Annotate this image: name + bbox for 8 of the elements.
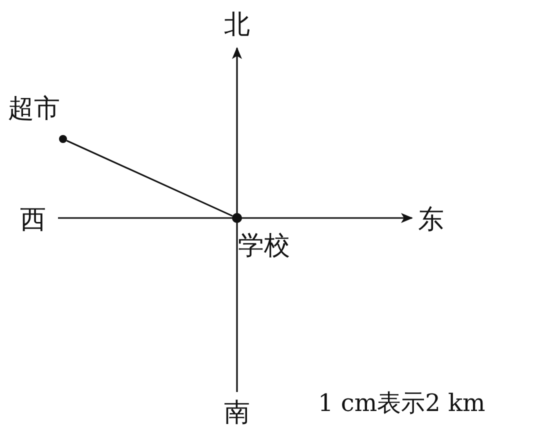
direction-label: 南 [224,398,250,428]
direction-label: 北 [224,10,250,40]
connector-line [66,140,233,217]
scale-note: 1 cm表示2 km [318,388,486,418]
direction-label: 西 [20,205,46,235]
direction-label: 东 [418,205,444,235]
place-label: 学校 [238,231,290,261]
place-label: 超市 [8,94,60,124]
